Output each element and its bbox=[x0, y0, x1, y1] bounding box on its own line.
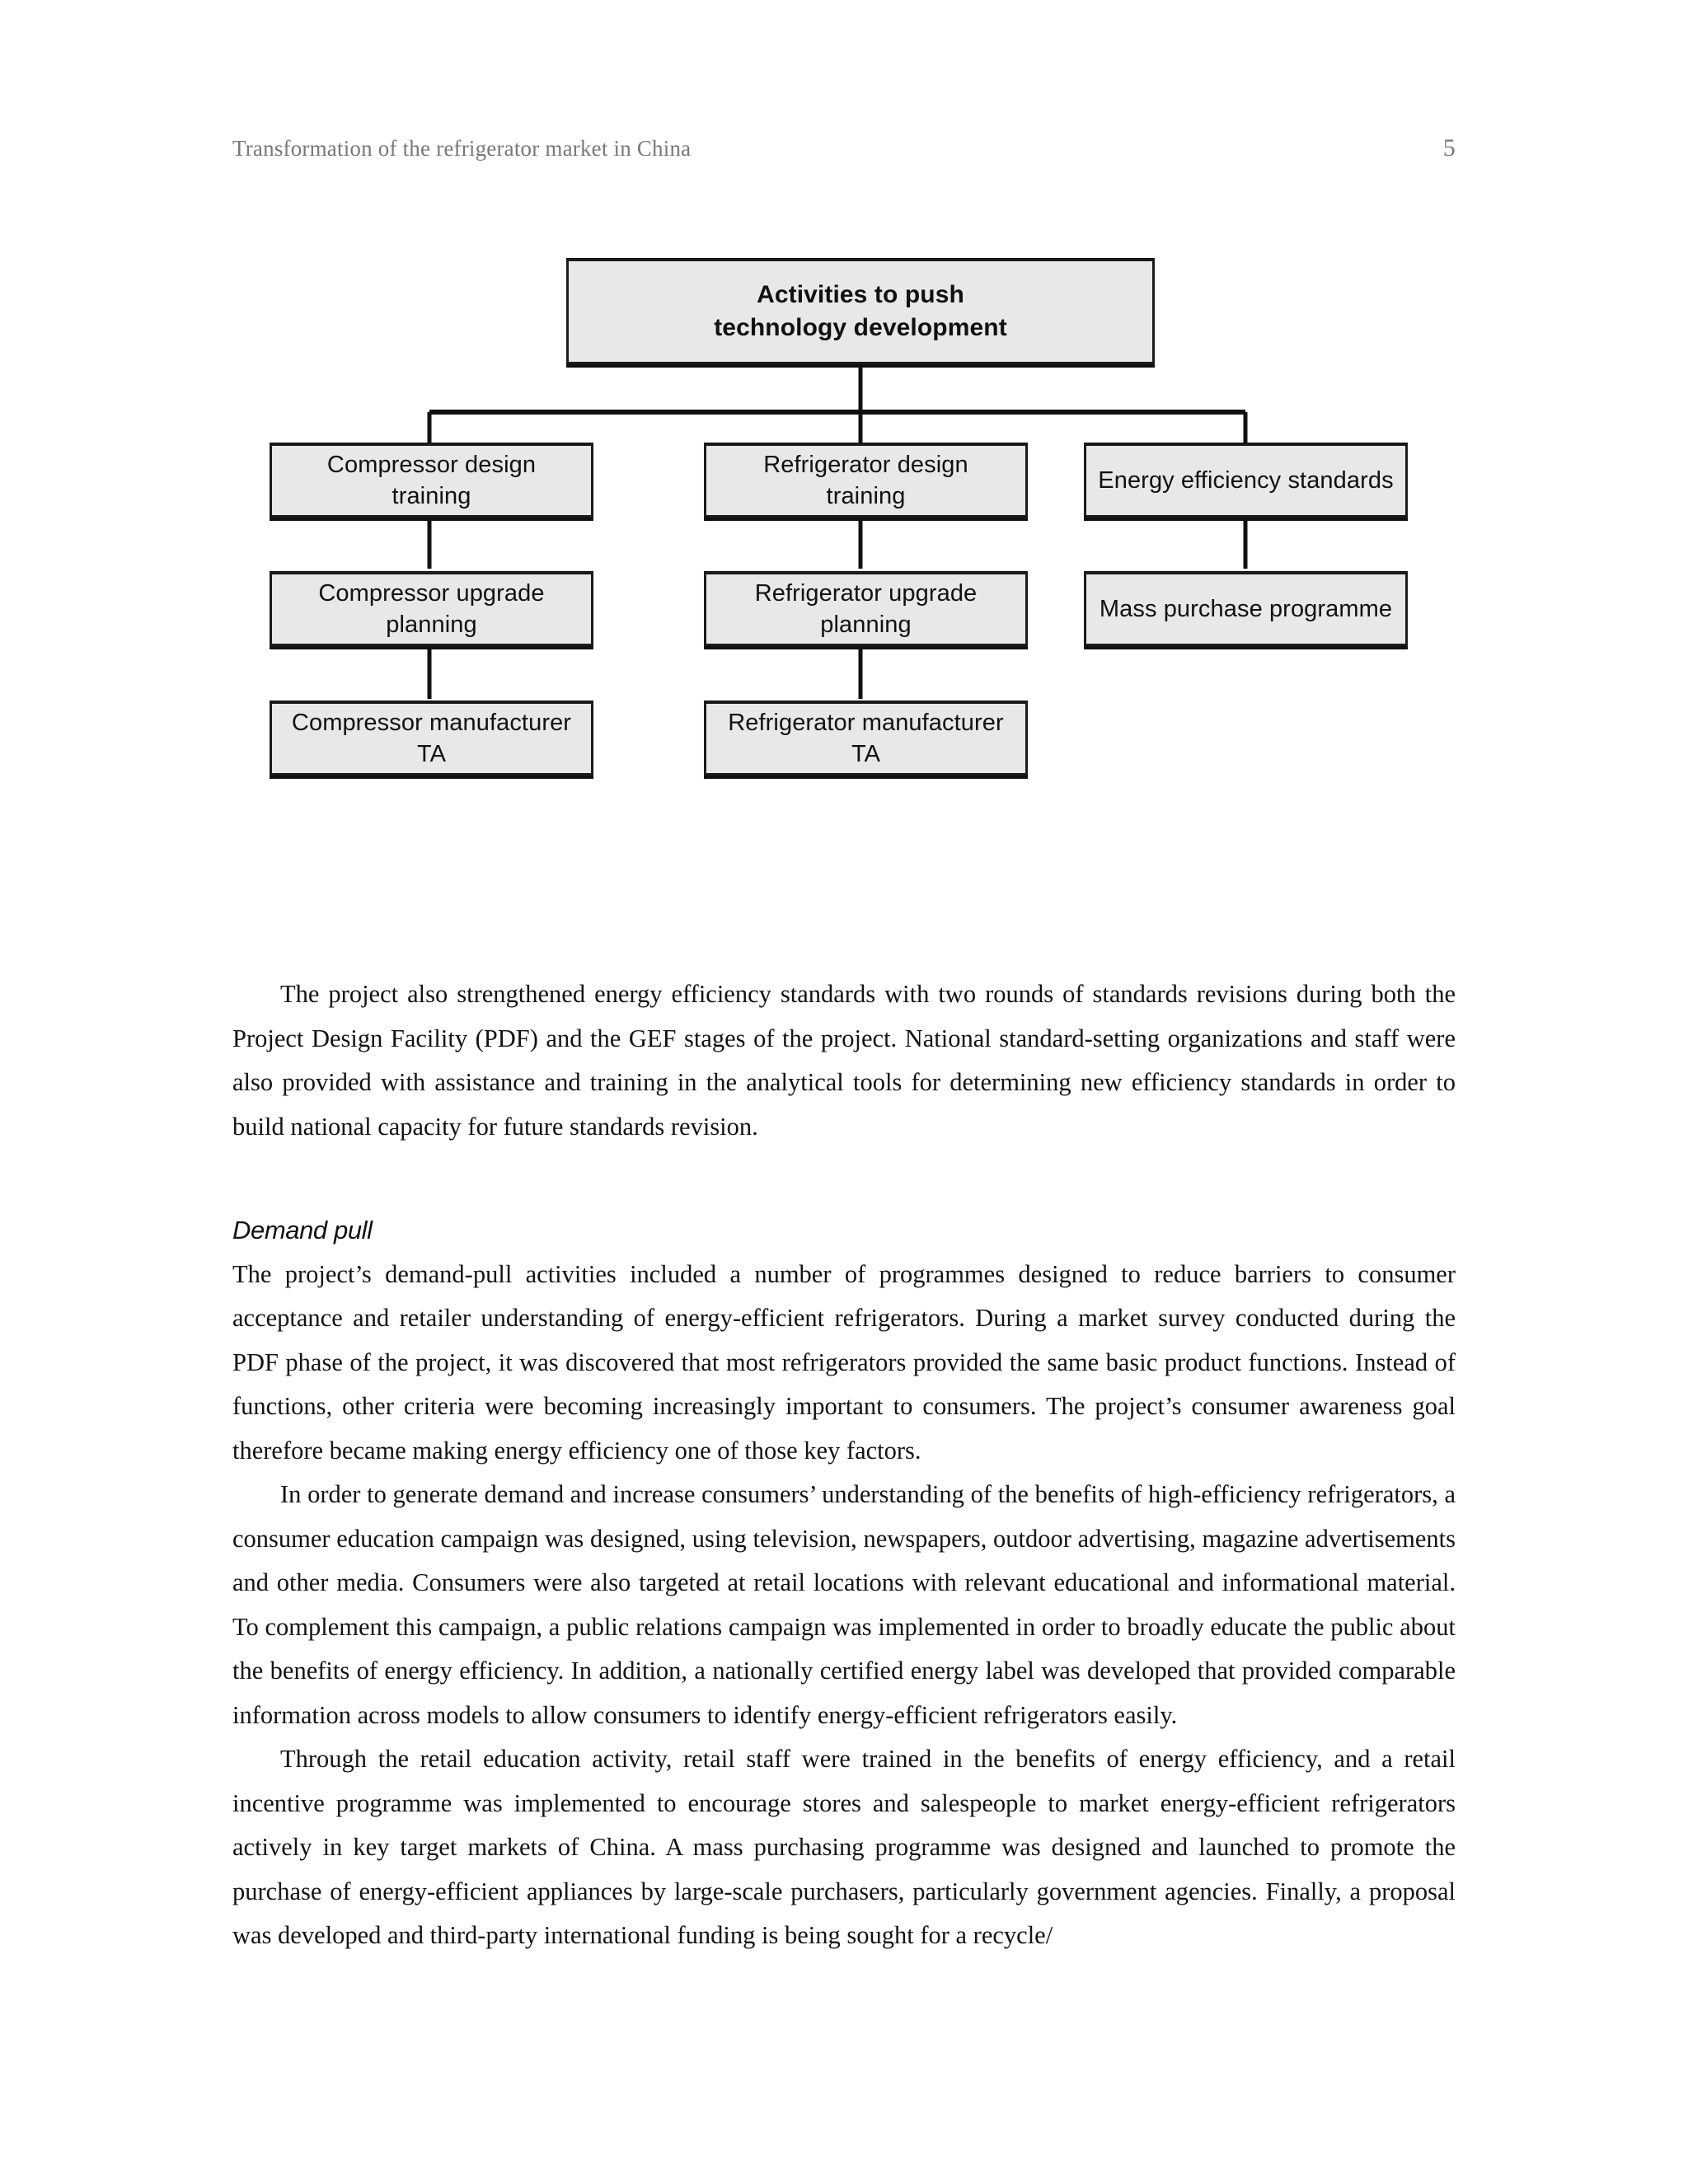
subhead-spacer bbox=[232, 1149, 1456, 1208]
org-node-label: Compressor manufacturer TA bbox=[291, 709, 572, 767]
org-node-label: Refrigerator upgrade planning bbox=[754, 579, 978, 638]
org-node-refrigerator-design-training[interactable]: Refrigerator design training bbox=[704, 443, 1028, 518]
section-subheading-demand-pull: Demand pull bbox=[232, 1216, 373, 1244]
org-node-compressor-manufacturer-ta[interactable]: Compressor manufacturer TA bbox=[270, 701, 593, 776]
org-node-label: Compressor design training bbox=[326, 451, 537, 509]
running-header-title: Transformation of the refrigerator marke… bbox=[232, 136, 692, 161]
paragraph-1: The project also strengthened energy eff… bbox=[232, 980, 1456, 1141]
org-node-root-label: Activities to push technology developmen… bbox=[714, 281, 1007, 341]
org-node-refrigerator-manufacturer-ta[interactable]: Refrigerator manufacturer TA bbox=[704, 701, 1028, 776]
org-node-label: Compressor upgrade planning bbox=[318, 579, 545, 638]
org-node-compressor-upgrade-planning[interactable]: Compressor upgrade planning bbox=[270, 572, 593, 646]
org-node-compressor-design-training[interactable]: Compressor design training bbox=[270, 443, 593, 518]
org-node-label: Energy efficiency standards bbox=[1098, 466, 1394, 494]
paragraph-3: In order to generate demand and increase… bbox=[232, 1480, 1456, 1729]
org-node-energy-efficiency-standards[interactable]: Energy efficiency standards bbox=[1084, 443, 1408, 518]
page-number: 5 bbox=[1442, 134, 1456, 162]
org-node-root[interactable]: Activities to push technology developmen… bbox=[566, 259, 1155, 364]
org-chart-connectors bbox=[427, 363, 1248, 699]
paragraph-4: Through the retail education activity, r… bbox=[232, 1745, 1456, 1949]
org-node-label: Refrigerator manufacturer TA bbox=[728, 709, 1004, 767]
paragraph-2: The project’s demand-pull activities inc… bbox=[232, 1259, 1456, 1465]
running-header: Transformation of the refrigerator marke… bbox=[232, 134, 1456, 162]
org-node-label: Mass purchase programme bbox=[1099, 595, 1393, 622]
org-chart-figure: Activities to push technology developmen… bbox=[0, 0, 1688, 874]
org-node-refrigerator-upgrade-planning[interactable]: Refrigerator upgrade planning bbox=[704, 572, 1028, 646]
org-node-mass-purchase-programme[interactable]: Mass purchase programme bbox=[1084, 572, 1408, 646]
body-text-column: The project also strengthened energy eff… bbox=[232, 972, 1456, 1958]
org-node-label: Refrigerator design training bbox=[763, 451, 968, 509]
